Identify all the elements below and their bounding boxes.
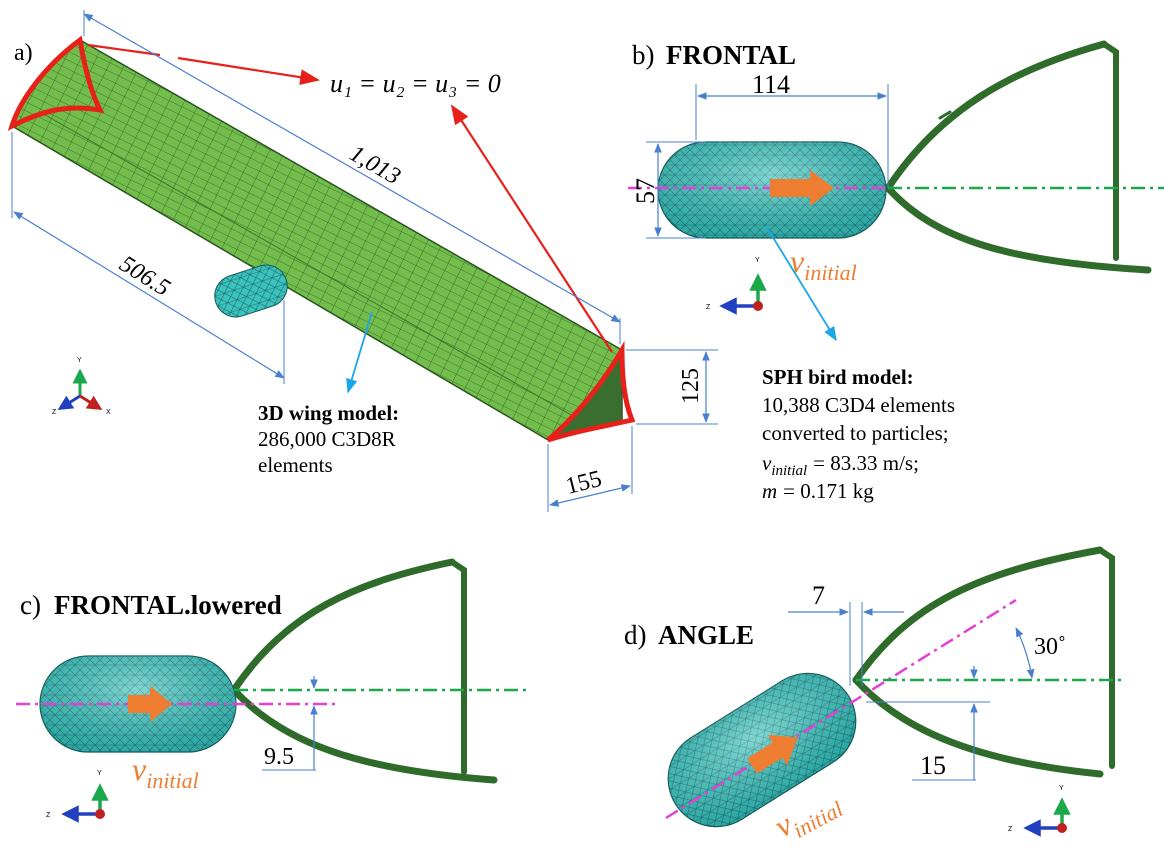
bc-arrow-left-b (177, 56, 320, 86)
angle-arc (1015, 627, 1035, 679)
sph-velocity: vinitial= 83.33 m/s; (762, 451, 919, 479)
panel-c: c) FRONTAL.lowered 9.5 vinitial Y Z (16, 558, 526, 823)
sph-title: SPH bird model: (762, 365, 914, 389)
dim-gap-d-label: 7 (812, 581, 825, 610)
axis-label-y-c: Y (97, 770, 102, 777)
panel-c-name: FRONTAL.lowered (54, 590, 282, 620)
panel-b-name: FRONTAL (666, 40, 796, 70)
dim-offset-c: 9.5 (262, 676, 318, 771)
axis-label-z-d: Z (1008, 826, 1013, 833)
velocity-arrow-d (747, 734, 798, 774)
axis-label-z: Z (52, 409, 57, 416)
panel-a: a) u₁ = u₂ = u₃ = 0 1,013 (7, 10, 718, 512)
sph-elements: 10,388 C3D4 elements (762, 393, 955, 417)
axis-label-x: X (106, 409, 111, 416)
velocity-arrow-b (770, 170, 834, 206)
panel-d-letter: d) (624, 620, 647, 650)
dim-half-span-label: 506.5 (115, 251, 175, 302)
axis-label-y-d: Y (1059, 785, 1064, 792)
axis-triad-a: Y Z X (52, 357, 111, 416)
panel-b: b) FRONTAL 114 57 (628, 40, 1164, 503)
wing-model-elements: 286,000 C3D8R (258, 427, 396, 451)
panel-d: d) ANGLE 30˚ 7 (624, 546, 1122, 844)
airfoil-c (230, 558, 498, 784)
dim-bird-diameter-label: 57 (631, 178, 660, 204)
velocity-arrow-c (128, 686, 172, 722)
wing-body (11, 39, 623, 441)
dim-offset-d: 15 (866, 666, 990, 781)
dim-bird-diameter: 57 (631, 141, 706, 239)
axis-label-y: Y (77, 357, 82, 364)
axis-triad-d: Y Z (1008, 785, 1071, 837)
axis-label-z-b: Z (706, 304, 711, 311)
panel-a-letter: a) (14, 40, 33, 66)
boundary-condition-label: u₁ = u₂ = u₃ = 0 (330, 69, 501, 98)
velocity-axis-line-d (665, 598, 1017, 820)
dim-gap-d: 7 (788, 581, 904, 686)
sph-leader (765, 225, 837, 342)
velocity-label-b: vinitial (790, 243, 857, 285)
dim-height: 125 (626, 349, 718, 425)
wing-model-title: 3D wing model: (258, 401, 399, 425)
wing-model-elements-unit: elements (258, 453, 333, 477)
dim-span-label: 1,013 (345, 141, 405, 191)
airfoil-b (884, 40, 1152, 274)
tip-boundary (546, 340, 636, 443)
dim-offset-d-label: 15 (920, 751, 946, 780)
axis-triad-c: Y Z (46, 770, 109, 823)
dim-offset-c-label: 9.5 (264, 744, 294, 770)
panel-b-letter: b) (632, 40, 655, 70)
wing-leader (346, 311, 373, 394)
axis-label-y-b: Y (755, 257, 760, 264)
sph-conversion: converted to particles; (762, 421, 949, 445)
axis-triad-b: Y Z (706, 257, 767, 315)
velocity-label-c: vinitial (132, 751, 199, 793)
panel-d-name: ANGLE (658, 620, 754, 650)
panel-c-letter: c) (20, 590, 41, 620)
dim-height-label: 125 (678, 368, 704, 404)
angle-label: 30˚ (1034, 634, 1066, 660)
dim-chord-label: 155 (563, 466, 604, 500)
airfoil-d (852, 546, 1115, 778)
dim-bird-length-label: 114 (752, 70, 790, 99)
dim-bird-length: 114 (695, 70, 889, 188)
sph-mass: m= 0.171 kg (762, 479, 874, 503)
axis-label-z-c: Z (46, 812, 51, 819)
